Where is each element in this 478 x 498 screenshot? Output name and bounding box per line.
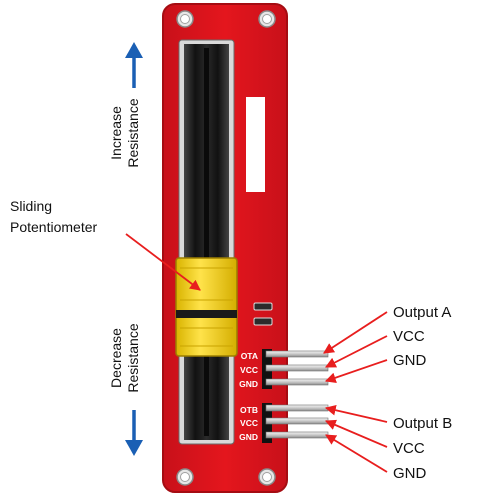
pin-label-vcc-b: VCC (240, 418, 258, 428)
pin-gnd-b (265, 431, 329, 439)
slider-knob[interactable] (175, 257, 238, 357)
callout-arrow-output-b (324, 404, 388, 423)
callout-gnd-b: GND (393, 465, 427, 482)
smd-component-icon (253, 302, 273, 311)
pin-otb (265, 404, 329, 412)
callout-arrow-gnd-a (324, 359, 388, 383)
label-strip (246, 97, 265, 192)
pin-label-gnd-a: GND (239, 379, 258, 389)
component-label-line1: Sliding (10, 198, 52, 214)
pin-vcc-b (265, 417, 329, 425)
mounting-hole-icon (258, 468, 276, 486)
decrease-label-line1: Decrease (108, 328, 124, 388)
increase-arrow-icon (125, 42, 143, 88)
slider-track (178, 39, 235, 445)
pin-label-otb: OTB (240, 405, 258, 415)
increase-label-line1: Increase (108, 106, 124, 160)
header-pins-a (262, 349, 329, 389)
callout-vcc-a: VCC (393, 328, 425, 345)
pin-ota (265, 350, 329, 358)
decrease-label-line2: Resistance (125, 323, 141, 392)
pin-label-ota: OTA (241, 351, 258, 361)
mounting-hole-icon (176, 10, 194, 28)
pin-label-gnd-b: GND (239, 432, 258, 442)
callout-arrow-vcc-b (325, 419, 388, 448)
component-label-line2: Potentiometer (10, 219, 97, 235)
component-callout-arrow (125, 233, 201, 291)
pin-label-vcc-a: VCC (240, 365, 258, 375)
callout-arrow-gnd-b (325, 434, 388, 473)
callout-output-a: Output A (393, 304, 451, 321)
header-pins-b (262, 403, 329, 443)
smd-component-icon (253, 317, 273, 326)
callout-output-b: Output B (393, 415, 452, 432)
callout-gnd-a: GND (393, 352, 427, 369)
mounting-hole-icon (258, 10, 276, 28)
callout-arrow-output-a (323, 311, 388, 354)
callout-vcc-b: VCC (393, 440, 425, 457)
callout-arrow-vcc-a (325, 335, 388, 368)
pin-vcc-a (265, 364, 329, 372)
pin-gnd-a (265, 378, 329, 386)
decrease-arrow-icon (125, 410, 143, 456)
mounting-hole-icon (176, 468, 194, 486)
increase-label-line2: Resistance (125, 98, 141, 167)
